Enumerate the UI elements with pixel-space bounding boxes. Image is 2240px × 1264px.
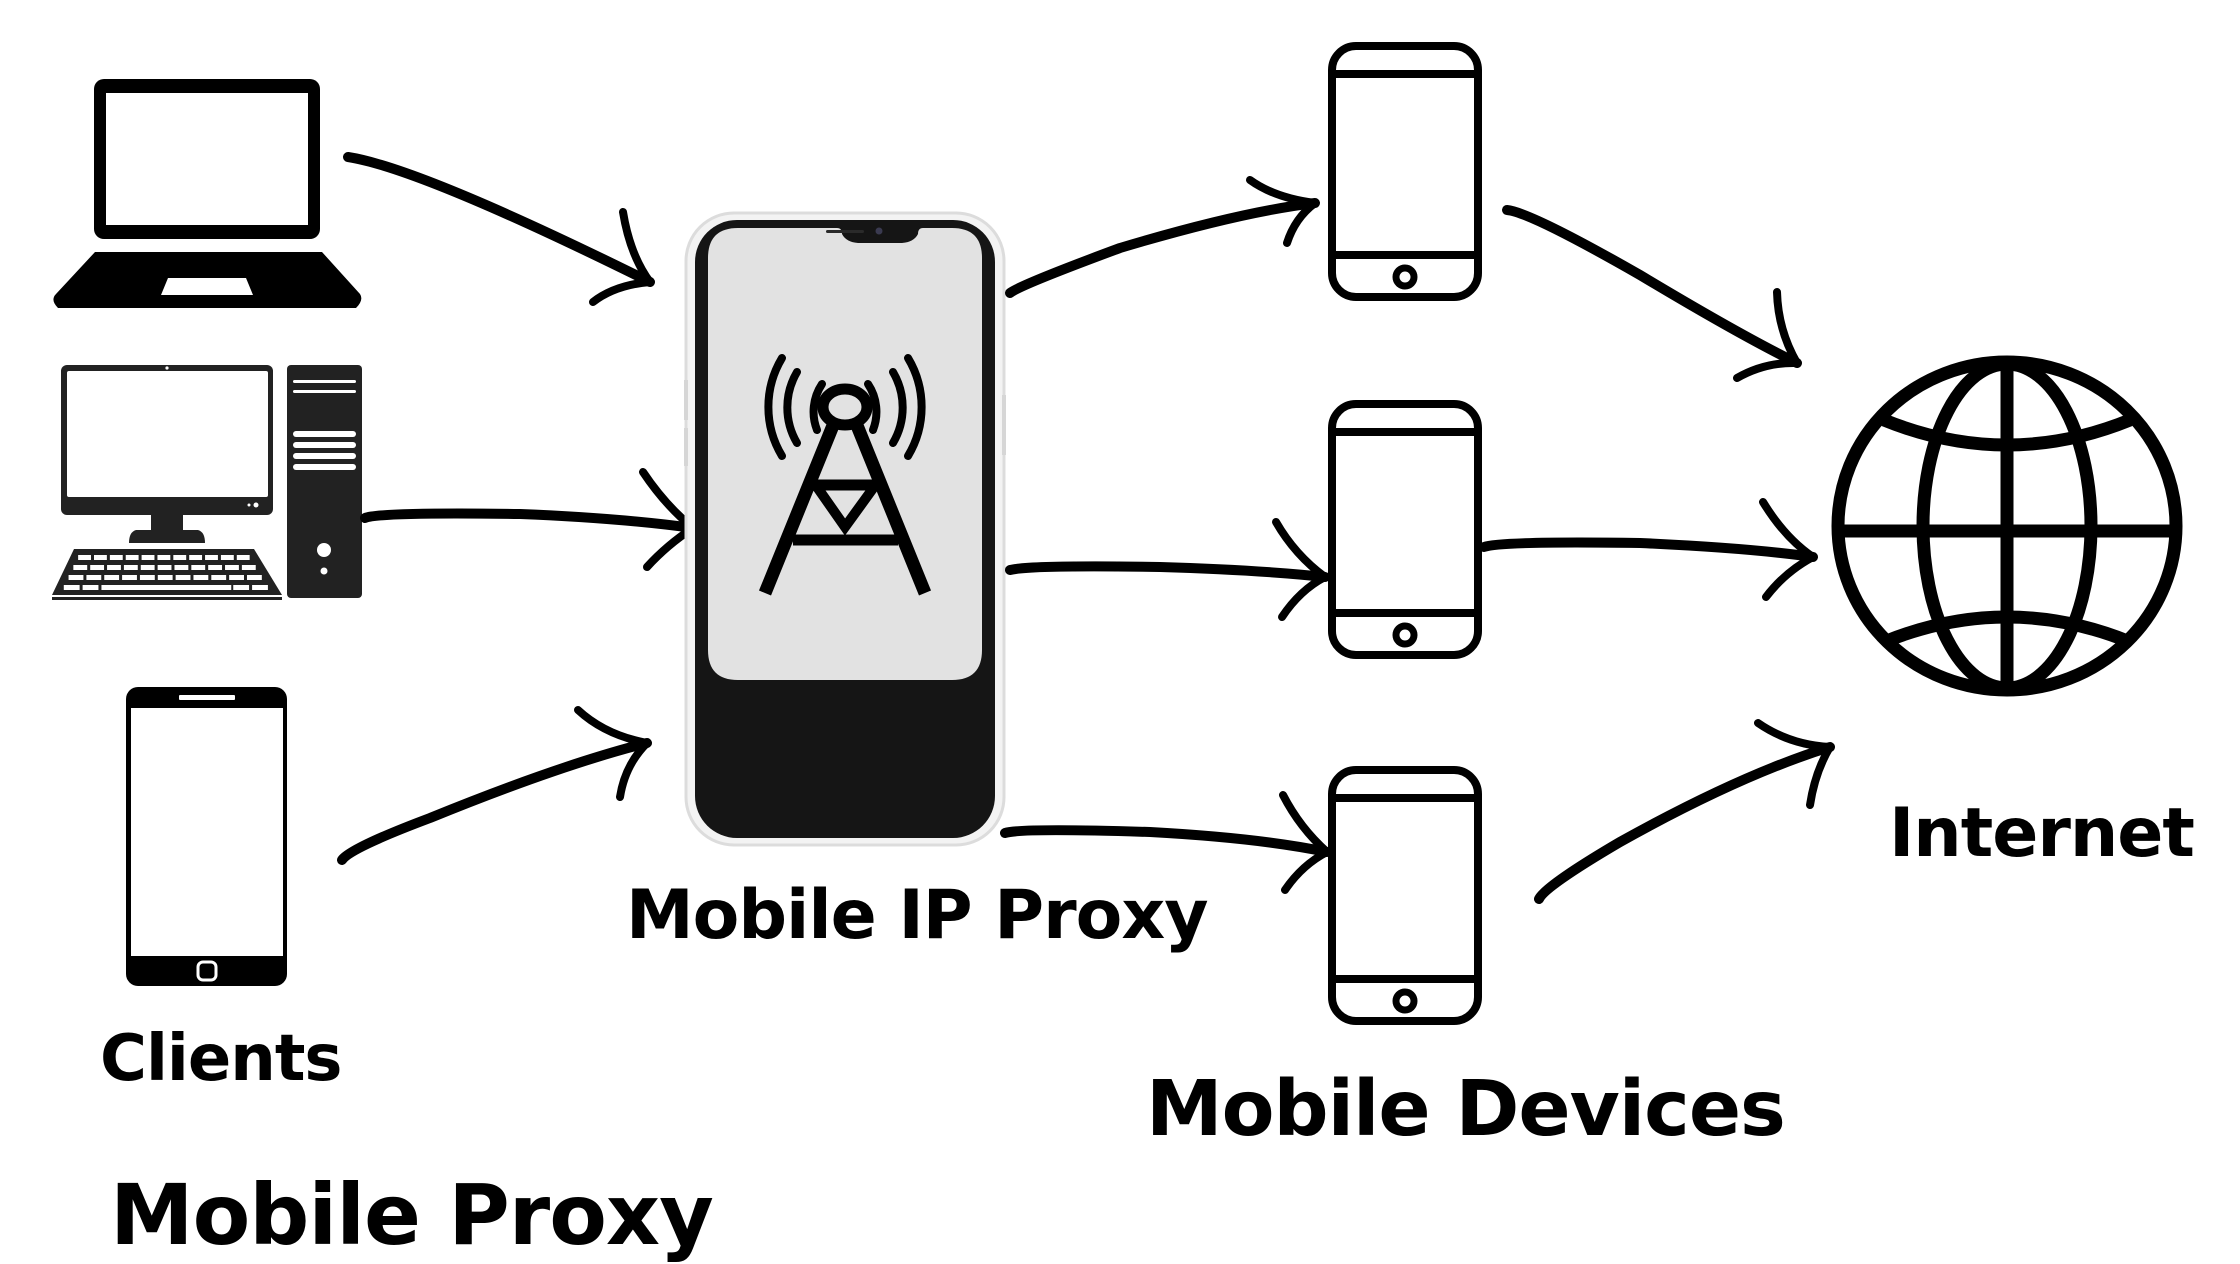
arrow-proxy-to-device-1	[1005, 176, 1320, 298]
arrow-proxy-to-device-3	[1000, 791, 1332, 894]
arrow-desktop-to-proxy	[360, 468, 698, 571]
arrow-proxy-to-device-2	[1005, 518, 1330, 621]
keyboard-key	[208, 565, 223, 570]
keyboard-key	[211, 575, 227, 580]
keyboard-key	[236, 555, 250, 560]
keyboard-keys	[63, 555, 268, 590]
mobile-devices-label: Mobile Devices	[1146, 1065, 1786, 1154]
keyboard-key	[104, 575, 120, 580]
keyboard-spacebar	[101, 585, 232, 590]
keyboard-key	[86, 575, 102, 580]
keyboard-key	[107, 565, 121, 570]
keyboard-key	[90, 565, 105, 570]
keyboard-key	[125, 555, 139, 560]
laptop-icon	[53, 79, 362, 308]
keyboard-key	[68, 575, 84, 580]
keyboard-key	[193, 575, 209, 580]
proxy-phone	[684, 211, 1006, 847]
keyboard-key	[174, 565, 189, 570]
keyboard-key	[189, 555, 203, 560]
internet-label: Internet	[1889, 794, 2195, 873]
arrow-device-3-to-internet	[1534, 719, 1835, 904]
keyboard-key	[73, 565, 88, 570]
keyboard-key	[109, 555, 123, 560]
clients-label: Clients	[100, 1022, 342, 1096]
cell-tower-icon	[758, 354, 932, 596]
arrow-device-2-to-internet	[1479, 498, 1818, 601]
keyboard-key	[122, 575, 137, 580]
keyboard-key	[157, 575, 173, 580]
keyboard-key	[241, 565, 256, 570]
smartphone-icon	[126, 687, 287, 986]
keyboard-key	[157, 565, 172, 570]
keyboard-key	[229, 575, 244, 580]
keyboard-key	[82, 585, 99, 590]
keyboard-key	[191, 565, 206, 570]
mobile-phone-icon	[1328, 42, 1482, 301]
keyboard-key	[141, 555, 155, 560]
keyboard-key	[123, 565, 138, 570]
arrow-laptop-to-proxy	[343, 152, 655, 306]
keyboard-key	[93, 555, 107, 560]
keyboard-key	[205, 555, 218, 560]
mobile-phone-icon	[1328, 766, 1482, 1025]
keyboard-key	[139, 575, 155, 580]
keyboard-key	[175, 575, 191, 580]
arrow-device-1-to-internet	[1502, 205, 1802, 382]
desktop-computer-icon	[52, 365, 362, 600]
keyboard-key	[225, 565, 239, 570]
keyboard-key	[233, 585, 250, 590]
mobile-phone-icon	[1328, 400, 1482, 659]
mobile-devices	[1328, 42, 1482, 1025]
keyboard-key	[173, 555, 187, 560]
globe-icon	[1831, 355, 2183, 697]
diagram-title: Mobile Proxy	[110, 1166, 714, 1264]
keyboard-key	[140, 565, 155, 570]
keyboard-key	[157, 555, 171, 560]
keyboard-key	[63, 585, 80, 590]
keyboard-key	[246, 575, 262, 580]
arrow-phone-to-proxy	[337, 706, 652, 865]
keyboard-key	[220, 555, 234, 560]
keyboard-key	[78, 555, 91, 560]
mobile-ip-proxy-label: Mobile IP Proxy	[626, 876, 1209, 955]
keyboard-key	[252, 585, 268, 590]
